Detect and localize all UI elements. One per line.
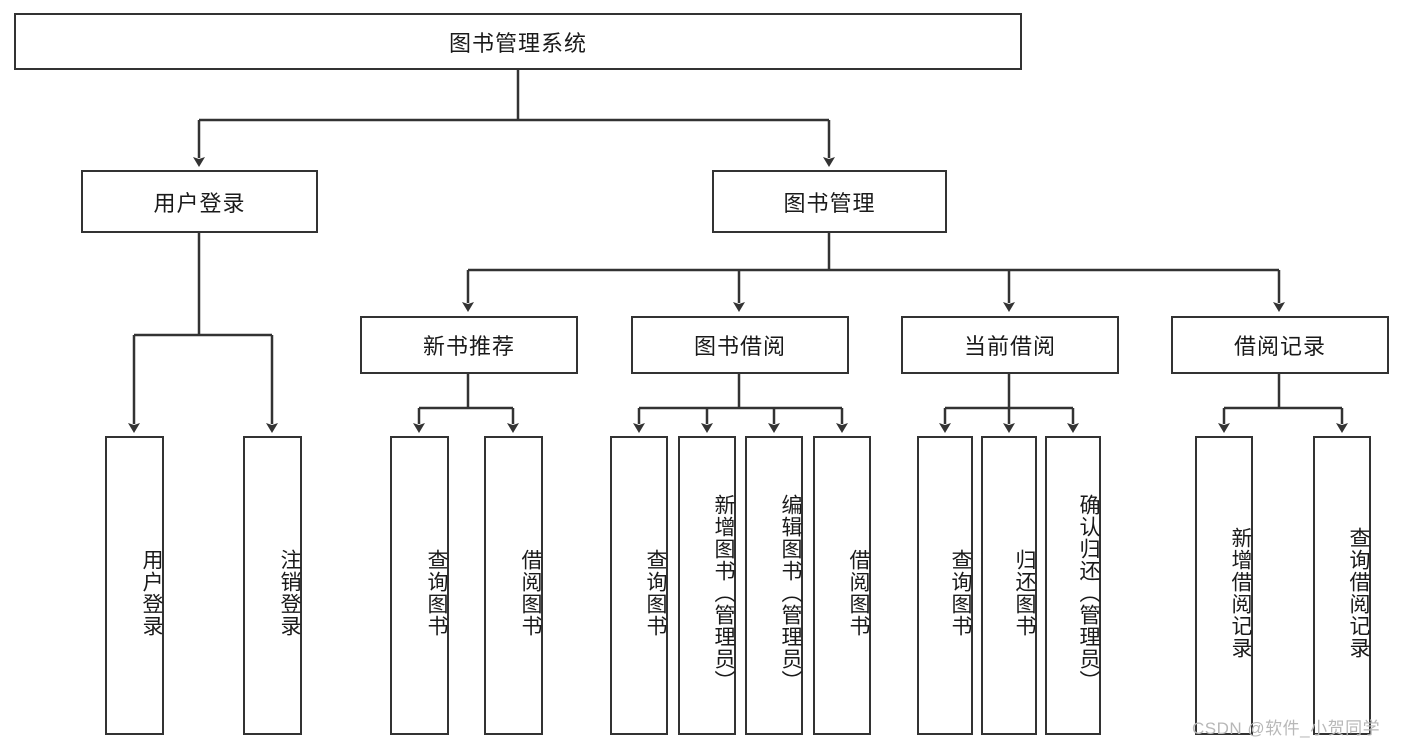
- node-leaf-query-book-2-label: 查询图书: [644, 548, 667, 637]
- node-user-login[interactable]: 用户登录: [81, 170, 318, 233]
- node-leaf-user-login[interactable]: 用户登录: [105, 436, 164, 735]
- node-leaf-query-borrow-record-label: 查询借阅记录: [1347, 526, 1370, 659]
- node-leaf-add-borrow-record-label: 新增借阅记录: [1229, 526, 1252, 659]
- node-new-book-recommend-label: 新书推荐: [422, 334, 515, 359]
- node-book-management[interactable]: 图书管理: [712, 170, 947, 233]
- node-leaf-edit-book-admin[interactable]: 编辑图书（管理员）: [745, 436, 803, 735]
- node-leaf-query-book-2[interactable]: 查询图书: [610, 436, 668, 735]
- node-leaf-borrow-book-2-label: 借阅图书: [847, 548, 870, 637]
- node-leaf-edit-book-admin-label: 编辑图书（管理员）: [779, 493, 802, 692]
- node-borrow-record[interactable]: 借阅记录: [1171, 316, 1389, 374]
- node-book-management-label: 图书管理: [783, 190, 876, 216]
- node-leaf-query-book-1[interactable]: 查询图书: [390, 436, 449, 735]
- node-user-login-label: 用户登录: [153, 190, 246, 216]
- csdn-watermark: CSDN @软件_小贺同学: [1192, 719, 1381, 738]
- node-leaf-borrow-book-2[interactable]: 借阅图书: [813, 436, 871, 735]
- node-leaf-query-book-1-label: 查询图书: [425, 548, 448, 637]
- node-leaf-query-book-3[interactable]: 查询图书: [917, 436, 973, 735]
- node-leaf-return-book-label: 归还图书: [1013, 548, 1036, 637]
- node-leaf-logout-login-label: 注销登录: [278, 548, 301, 637]
- node-leaf-add-borrow-record[interactable]: 新增借阅记录: [1195, 436, 1253, 735]
- node-leaf-return-book[interactable]: 归还图书: [981, 436, 1037, 735]
- node-leaf-confirm-return-admin-label: 确认归还（管理员）: [1077, 493, 1100, 692]
- node-leaf-confirm-return-admin[interactable]: 确认归还（管理员）: [1045, 436, 1101, 735]
- node-leaf-add-book-admin[interactable]: 新增图书（管理员）: [678, 436, 736, 735]
- node-leaf-logout-login[interactable]: 注销登录: [243, 436, 302, 735]
- node-book-borrow[interactable]: 图书借阅: [631, 316, 849, 374]
- node-leaf-query-borrow-record[interactable]: 查询借阅记录: [1313, 436, 1371, 735]
- node-root[interactable]: 图书管理系统: [14, 13, 1022, 70]
- node-root-label: 图书管理系统: [448, 30, 587, 56]
- node-borrow-record-label: 借阅记录: [1233, 334, 1326, 359]
- node-leaf-borrow-book-1-label: 借阅图书: [519, 548, 542, 637]
- node-new-book-recommend[interactable]: 新书推荐: [360, 316, 578, 374]
- node-leaf-query-book-3-label: 查询图书: [949, 548, 972, 637]
- node-leaf-borrow-book-1[interactable]: 借阅图书: [484, 436, 543, 735]
- node-leaf-add-book-admin-label: 新增图书（管理员）: [712, 493, 735, 692]
- node-current-borrow-label: 当前借阅: [963, 334, 1056, 359]
- node-current-borrow[interactable]: 当前借阅: [901, 316, 1119, 374]
- node-leaf-user-login-label: 用户登录: [140, 548, 163, 637]
- node-book-borrow-label: 图书借阅: [693, 334, 786, 359]
